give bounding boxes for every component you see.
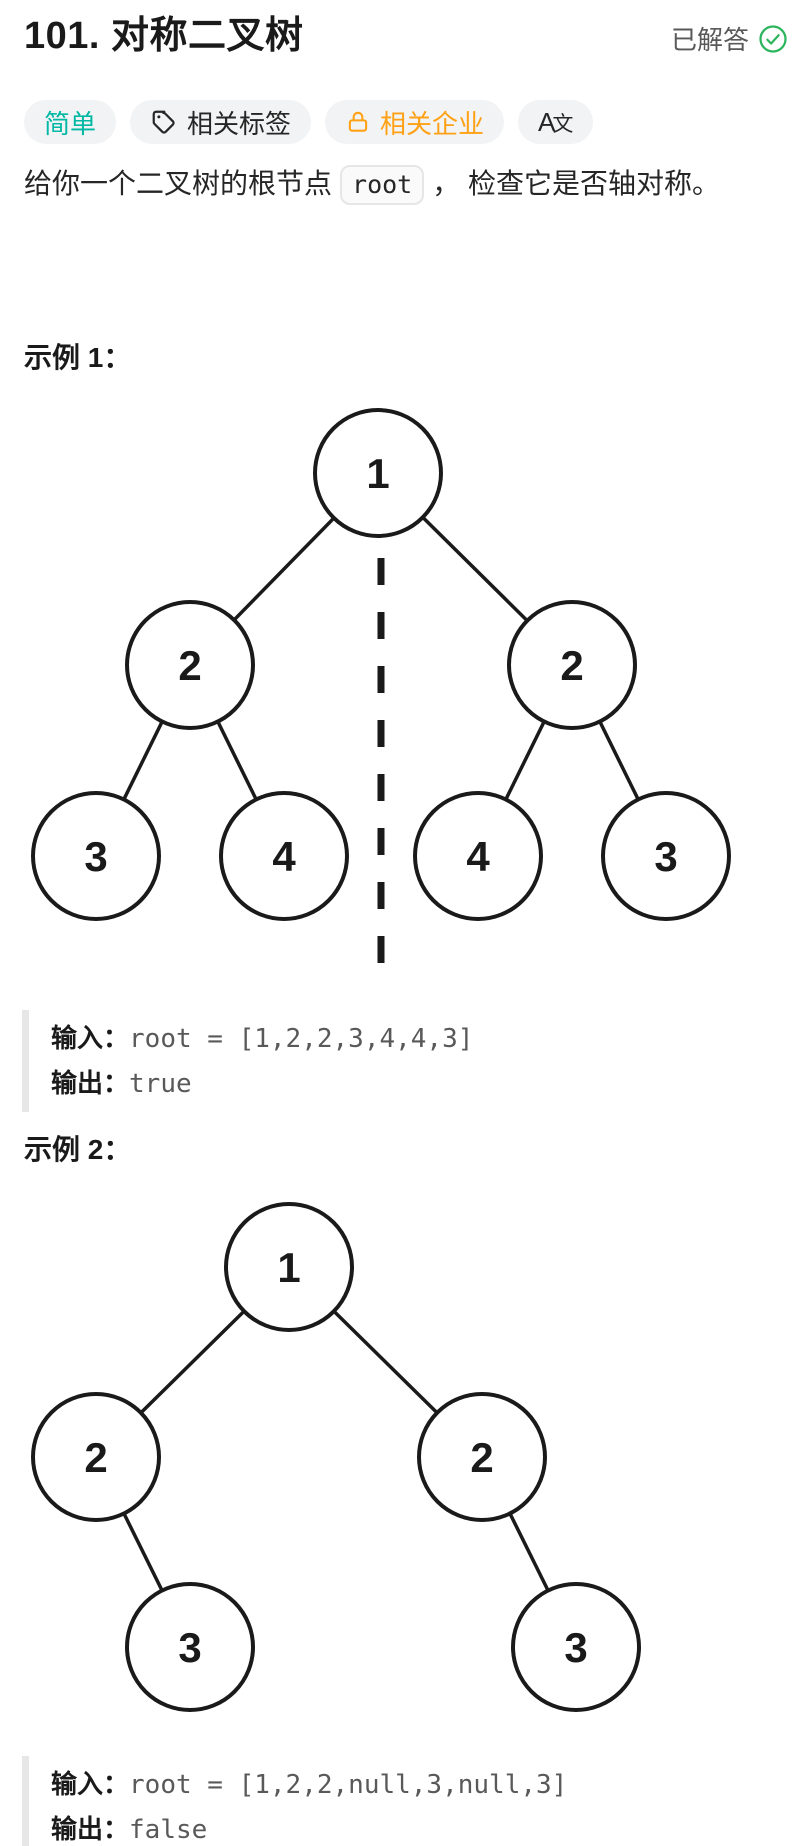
input-label: 输入： — [51, 1769, 130, 1799]
difficulty-label: 简单 — [44, 108, 97, 139]
example-1-io-block: 输入：root = [1,2,2,3,4,4,3] 输出：true — [22, 1010, 762, 1112]
example-2-output-line: 输出：false — [51, 1807, 762, 1846]
svg-text:2: 2 — [178, 642, 201, 689]
example-1-input-line: 输入：root = [1,2,2,3,4,4,3] — [51, 1016, 762, 1061]
translate-button[interactable]: A文 — [518, 100, 594, 144]
input-value: root = [1,2,2,3,4,4,3] — [129, 1024, 474, 1054]
related-companies-label: 相关企业 — [380, 108, 485, 139]
lock-icon — [348, 111, 368, 132]
svg-text:1: 1 — [277, 1244, 300, 1291]
input-value: root = [1,2,2,null,3,null,3] — [129, 1770, 568, 1800]
example-2-input-line: 输入：root = [1,2,2,null,3,null,3] — [51, 1762, 762, 1807]
svg-text:4: 4 — [272, 833, 296, 880]
input-label: 输入： — [51, 1023, 130, 1053]
output-value: true — [129, 1069, 192, 1099]
check-circle-icon — [759, 24, 787, 53]
example-1-heading: 示例 1： — [24, 342, 132, 373]
related-tags-label: 相关标签 — [187, 108, 292, 139]
related-companies-button[interactable]: 相关企业 — [325, 100, 505, 144]
tree-diagram-example-1: 1 2 2 3 4 4 3 — [31, 408, 731, 983]
example-2-io-block: 输入：root = [1,2,2,null,3,null,3] 输出：false — [22, 1756, 762, 1846]
svg-text:3: 3 — [654, 833, 677, 880]
svg-text:2: 2 — [84, 1434, 107, 1481]
example-2-heading: 示例 2： — [24, 1134, 132, 1165]
svg-text:2: 2 — [560, 642, 583, 689]
tree-diagram-example-2: 1 2 2 3 3 — [31, 1202, 641, 1712]
description-suffix: ， 检查它是否轴对称。 — [432, 168, 721, 199]
translate-icon: A文 — [538, 106, 574, 137]
solved-status: 已解答 — [671, 20, 788, 57]
svg-text:3: 3 — [564, 1624, 587, 1671]
example-1-output-line: 输出：true — [51, 1061, 762, 1106]
related-tags-button[interactable]: 相关标签 — [130, 100, 312, 144]
svg-text:3: 3 — [84, 833, 107, 880]
svg-text:1: 1 — [366, 450, 389, 497]
output-label: 输出： — [51, 1814, 130, 1844]
solved-label: 已解答 — [670, 25, 749, 55]
svg-text:3: 3 — [178, 1624, 201, 1671]
svg-text:2: 2 — [470, 1434, 493, 1481]
tag-row: 简单 相关标签 相关企业 A文 — [24, 100, 594, 144]
output-label: 输出： — [51, 1068, 130, 1098]
output-value: false — [129, 1815, 208, 1845]
page-title: 101. 对称二叉树 — [24, 15, 304, 57]
header: 101. 对称二叉树 已解答 — [24, 12, 788, 61]
inline-code-root: root — [340, 165, 425, 205]
svg-text:4: 4 — [466, 833, 490, 880]
description-prefix: 给你一个二叉树的根节点 — [24, 168, 333, 199]
difficulty-badge[interactable]: 简单 — [24, 100, 117, 144]
tag-icon — [152, 110, 175, 134]
